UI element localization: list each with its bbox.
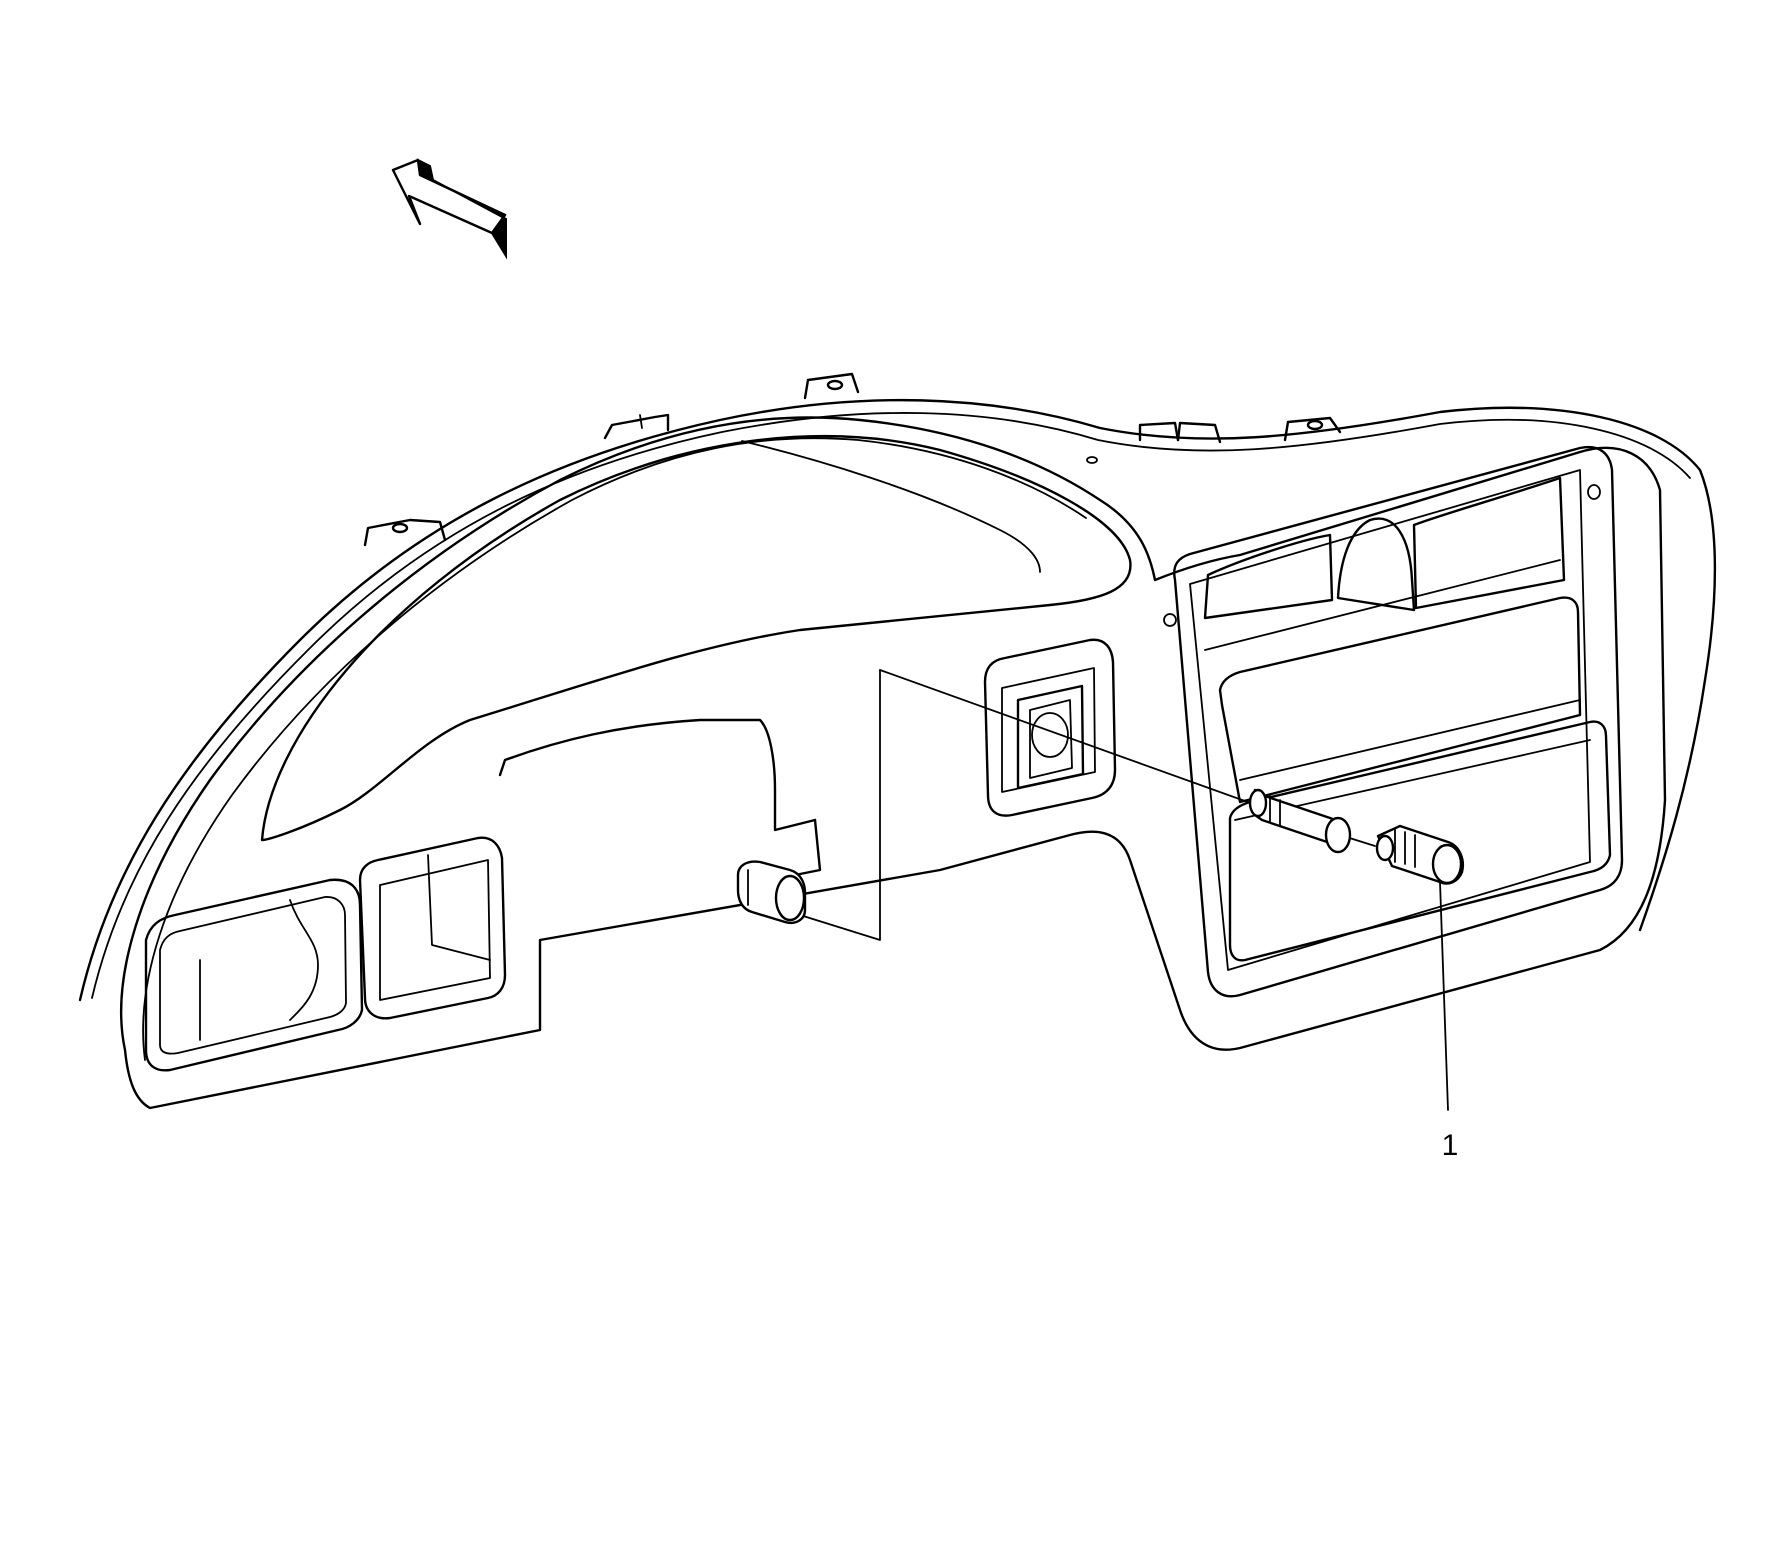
mounting-tab	[1283, 416, 1342, 442]
instrument-panel-bezel	[78, 372, 1717, 1110]
switch-knob	[1375, 824, 1464, 885]
switch-plunger	[1248, 788, 1352, 854]
mounting-tab	[803, 372, 860, 400]
callout-1: 1	[1439, 881, 1459, 1162]
view-direction-arrow-icon	[391, 158, 507, 260]
mounting-tab	[1138, 421, 1222, 444]
callout-label-1: 1	[1442, 1129, 1459, 1162]
mounting-tab	[603, 413, 670, 440]
retainer-clip	[736, 860, 807, 924]
